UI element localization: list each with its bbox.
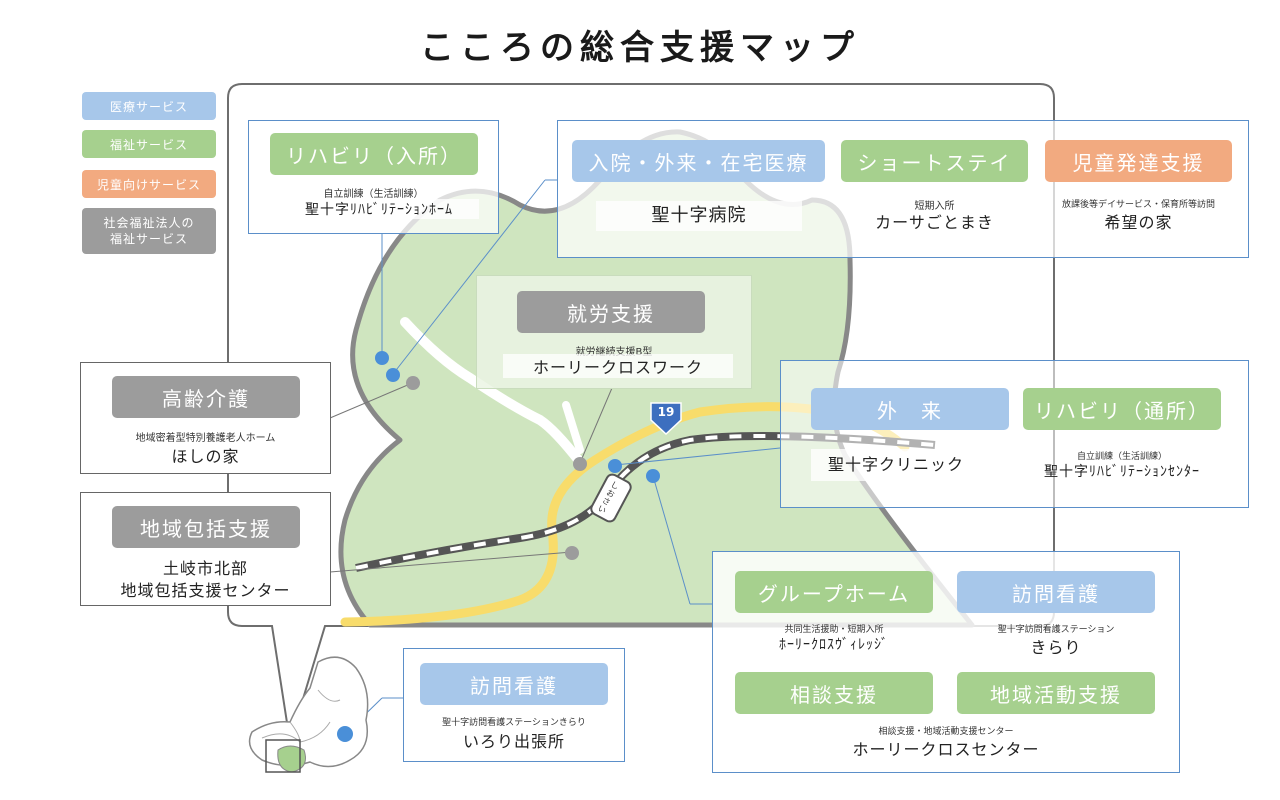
- name-visit-nursing[interactable]: きらり: [1030, 638, 1082, 657]
- facility-group-bottom: グループホーム 共同生活援助・短期入所 ﾎｰﾘｰｸﾛｽｳﾞｨﾚｯｼﾞ 訪問看護 …: [712, 551, 1180, 773]
- name-regional-1: 土岐市北部: [162, 559, 248, 578]
- pin-visit-branch[interactable]: [337, 726, 353, 742]
- category-shortstay: ショートステイ: [841, 140, 1028, 182]
- facility-rehab-nyusho[interactable]: リハビリ（入所） 自立訓練（生活訓練） 聖十字ﾘﾊﾋﾞﾘﾃｰｼｮﾝﾎｰﾑ: [248, 120, 499, 234]
- name-grouphome[interactable]: ﾎｰﾘｰｸﾛｽｳﾞｨﾚｯｼﾞ: [779, 637, 889, 653]
- station-icon: [590, 473, 632, 523]
- category-regional: 地域包括支援: [112, 506, 300, 548]
- pin-outpatient[interactable]: [608, 459, 622, 473]
- service-visit-branch: 聖十字訪問看護ステーションきらり: [442, 718, 586, 728]
- category-consult: 相談支援: [735, 672, 933, 714]
- service-consult: 相談支援・地域活動支援センター: [878, 727, 1014, 737]
- route-sign-icon: [650, 402, 682, 436]
- facility-elderly[interactable]: 高齢介護 地域密着型特別養護老人ホーム ほしの家: [80, 362, 331, 474]
- connector-lines-gray: [329, 383, 613, 573]
- legend-corp-line2: 福祉サービス: [109, 232, 188, 246]
- name-child[interactable]: 希望の家: [1104, 213, 1173, 232]
- inset-map: [248, 656, 369, 773]
- legend-child: 児童向けサービス: [82, 170, 216, 198]
- service-rehab-tsusho: 自立訓練（生活訓練）: [1076, 452, 1167, 462]
- connector-lines: [344, 179, 781, 735]
- category-rehab-nyusho: リハビリ（入所）: [270, 133, 478, 175]
- page-title: こころの総合支援マップ: [420, 28, 860, 68]
- pin-grouphome[interactable]: [646, 469, 660, 483]
- facility-regional[interactable]: 地域包括支援 土岐市北部 地域包括支援センター: [80, 492, 331, 606]
- category-grouphome: グループホーム: [735, 571, 933, 613]
- category-rehab-tsusho: リハビリ（通所）: [1023, 388, 1221, 430]
- legend-corp-line1: 社会福祉法人の: [103, 216, 195, 230]
- category-community: 地域活動支援: [957, 672, 1155, 714]
- name-shortstay[interactable]: カーサごとまき: [875, 213, 994, 232]
- service-child: 放課後等デイサービス・保育所等訪問: [1061, 200, 1215, 210]
- category-elderly: 高齢介護: [112, 376, 300, 418]
- service-elderly: 地域密着型特別養護老人ホーム: [135, 433, 276, 444]
- facility-group-top: 入院・外来・在宅医療 聖十字病院 ショートステイ 短期入所 カーサごとまき 児童…: [557, 120, 1249, 258]
- category-hospital: 入院・外来・在宅医療: [572, 140, 825, 182]
- route-sign-label: 19: [657, 405, 675, 419]
- facility-work[interactable]: 就労支援 就労継続支援B型 ホーリークロスワーク: [476, 275, 752, 389]
- local-road-branch: [562, 401, 584, 454]
- category-child: 児童発達支援: [1045, 140, 1232, 182]
- name-hospital[interactable]: 聖十字病院: [596, 201, 802, 231]
- pin-rehab-nyusho[interactable]: [375, 351, 389, 365]
- facility-visit-branch[interactable]: 訪問看護 聖十字訪問看護ステーションきらり いろり出張所: [403, 648, 625, 762]
- category-outpatient: 外 来: [811, 388, 1009, 430]
- category-visit-nursing: 訪問看護: [957, 571, 1155, 613]
- pin-work[interactable]: [573, 457, 587, 471]
- name-work: ホーリークロスワーク: [503, 354, 733, 378]
- name-regional-2: 地域包括支援センター: [120, 581, 291, 600]
- service-shortstay: 短期入所: [914, 201, 955, 212]
- service-visit-nursing: 聖十字訪問看護ステーション: [997, 625, 1115, 635]
- service-rehab-nyusho: 自立訓練（生活訓練）: [323, 189, 424, 200]
- name-outpatient[interactable]: 聖十字クリニック: [811, 449, 981, 481]
- local-road: [400, 317, 585, 467]
- category-work: 就労支援: [517, 291, 705, 333]
- name-elderly: ほしの家: [171, 447, 240, 466]
- name-rehab-nyusho: 聖十字ﾘﾊﾋﾞﾘﾃｰｼｮﾝﾎｰﾑ: [279, 199, 479, 219]
- name-visit-branch: いろり出張所: [462, 732, 565, 751]
- service-grouphome: 共同生活援助・短期入所: [784, 625, 884, 635]
- legend-welfare: 福祉サービス: [82, 130, 216, 158]
- facility-group-right: 外 来 聖十字クリニック リハビリ（通所） 自立訓練（生活訓練） 聖十字ﾘﾊﾋﾞ…: [780, 360, 1249, 508]
- pin-hospital[interactable]: [386, 368, 400, 382]
- legend-corp: 社会福祉法人の 福祉サービス: [82, 208, 216, 254]
- service-work: 就労継続支援B型: [575, 347, 653, 358]
- legend-medical: 医療サービス: [82, 92, 216, 120]
- pin-regional[interactable]: [565, 546, 579, 560]
- name-consult[interactable]: ホーリークロスセンター: [852, 740, 1040, 759]
- pin-elderly[interactable]: [406, 376, 420, 390]
- name-rehab-tsusho[interactable]: 聖十字ﾘﾊﾋﾞﾘﾃｰｼｮﾝｾﾝﾀｰ: [1044, 464, 1200, 480]
- category-visit-branch: 訪問看護: [420, 663, 608, 705]
